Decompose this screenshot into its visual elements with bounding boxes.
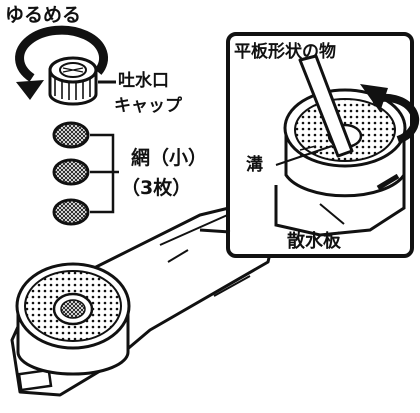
title-loosen: ゆるめる (5, 4, 82, 26)
flat-object-label: 平板形状の物 (234, 42, 336, 62)
callout-connector (199, 228, 231, 234)
groove-label: 溝 (246, 155, 263, 175)
mesh-screens (52, 121, 119, 226)
counterclockwise-arrow-icon (15, 25, 109, 100)
mesh-screen (52, 121, 90, 149)
spout-cap-label-line2: キャップ (114, 96, 182, 116)
spout-cap (48, 56, 116, 106)
detail-callout (226, 32, 420, 258)
spray-plate-label: 散水板 (287, 231, 341, 252)
mesh-label-line2: （3枚） (121, 177, 192, 199)
spout-cap-label-line1: 吐水口 (118, 71, 169, 91)
mesh-screen (52, 198, 90, 226)
faucet-head (10, 198, 282, 397)
mesh-screen (52, 158, 90, 186)
mesh-label-line1: 網（小） (131, 147, 208, 169)
